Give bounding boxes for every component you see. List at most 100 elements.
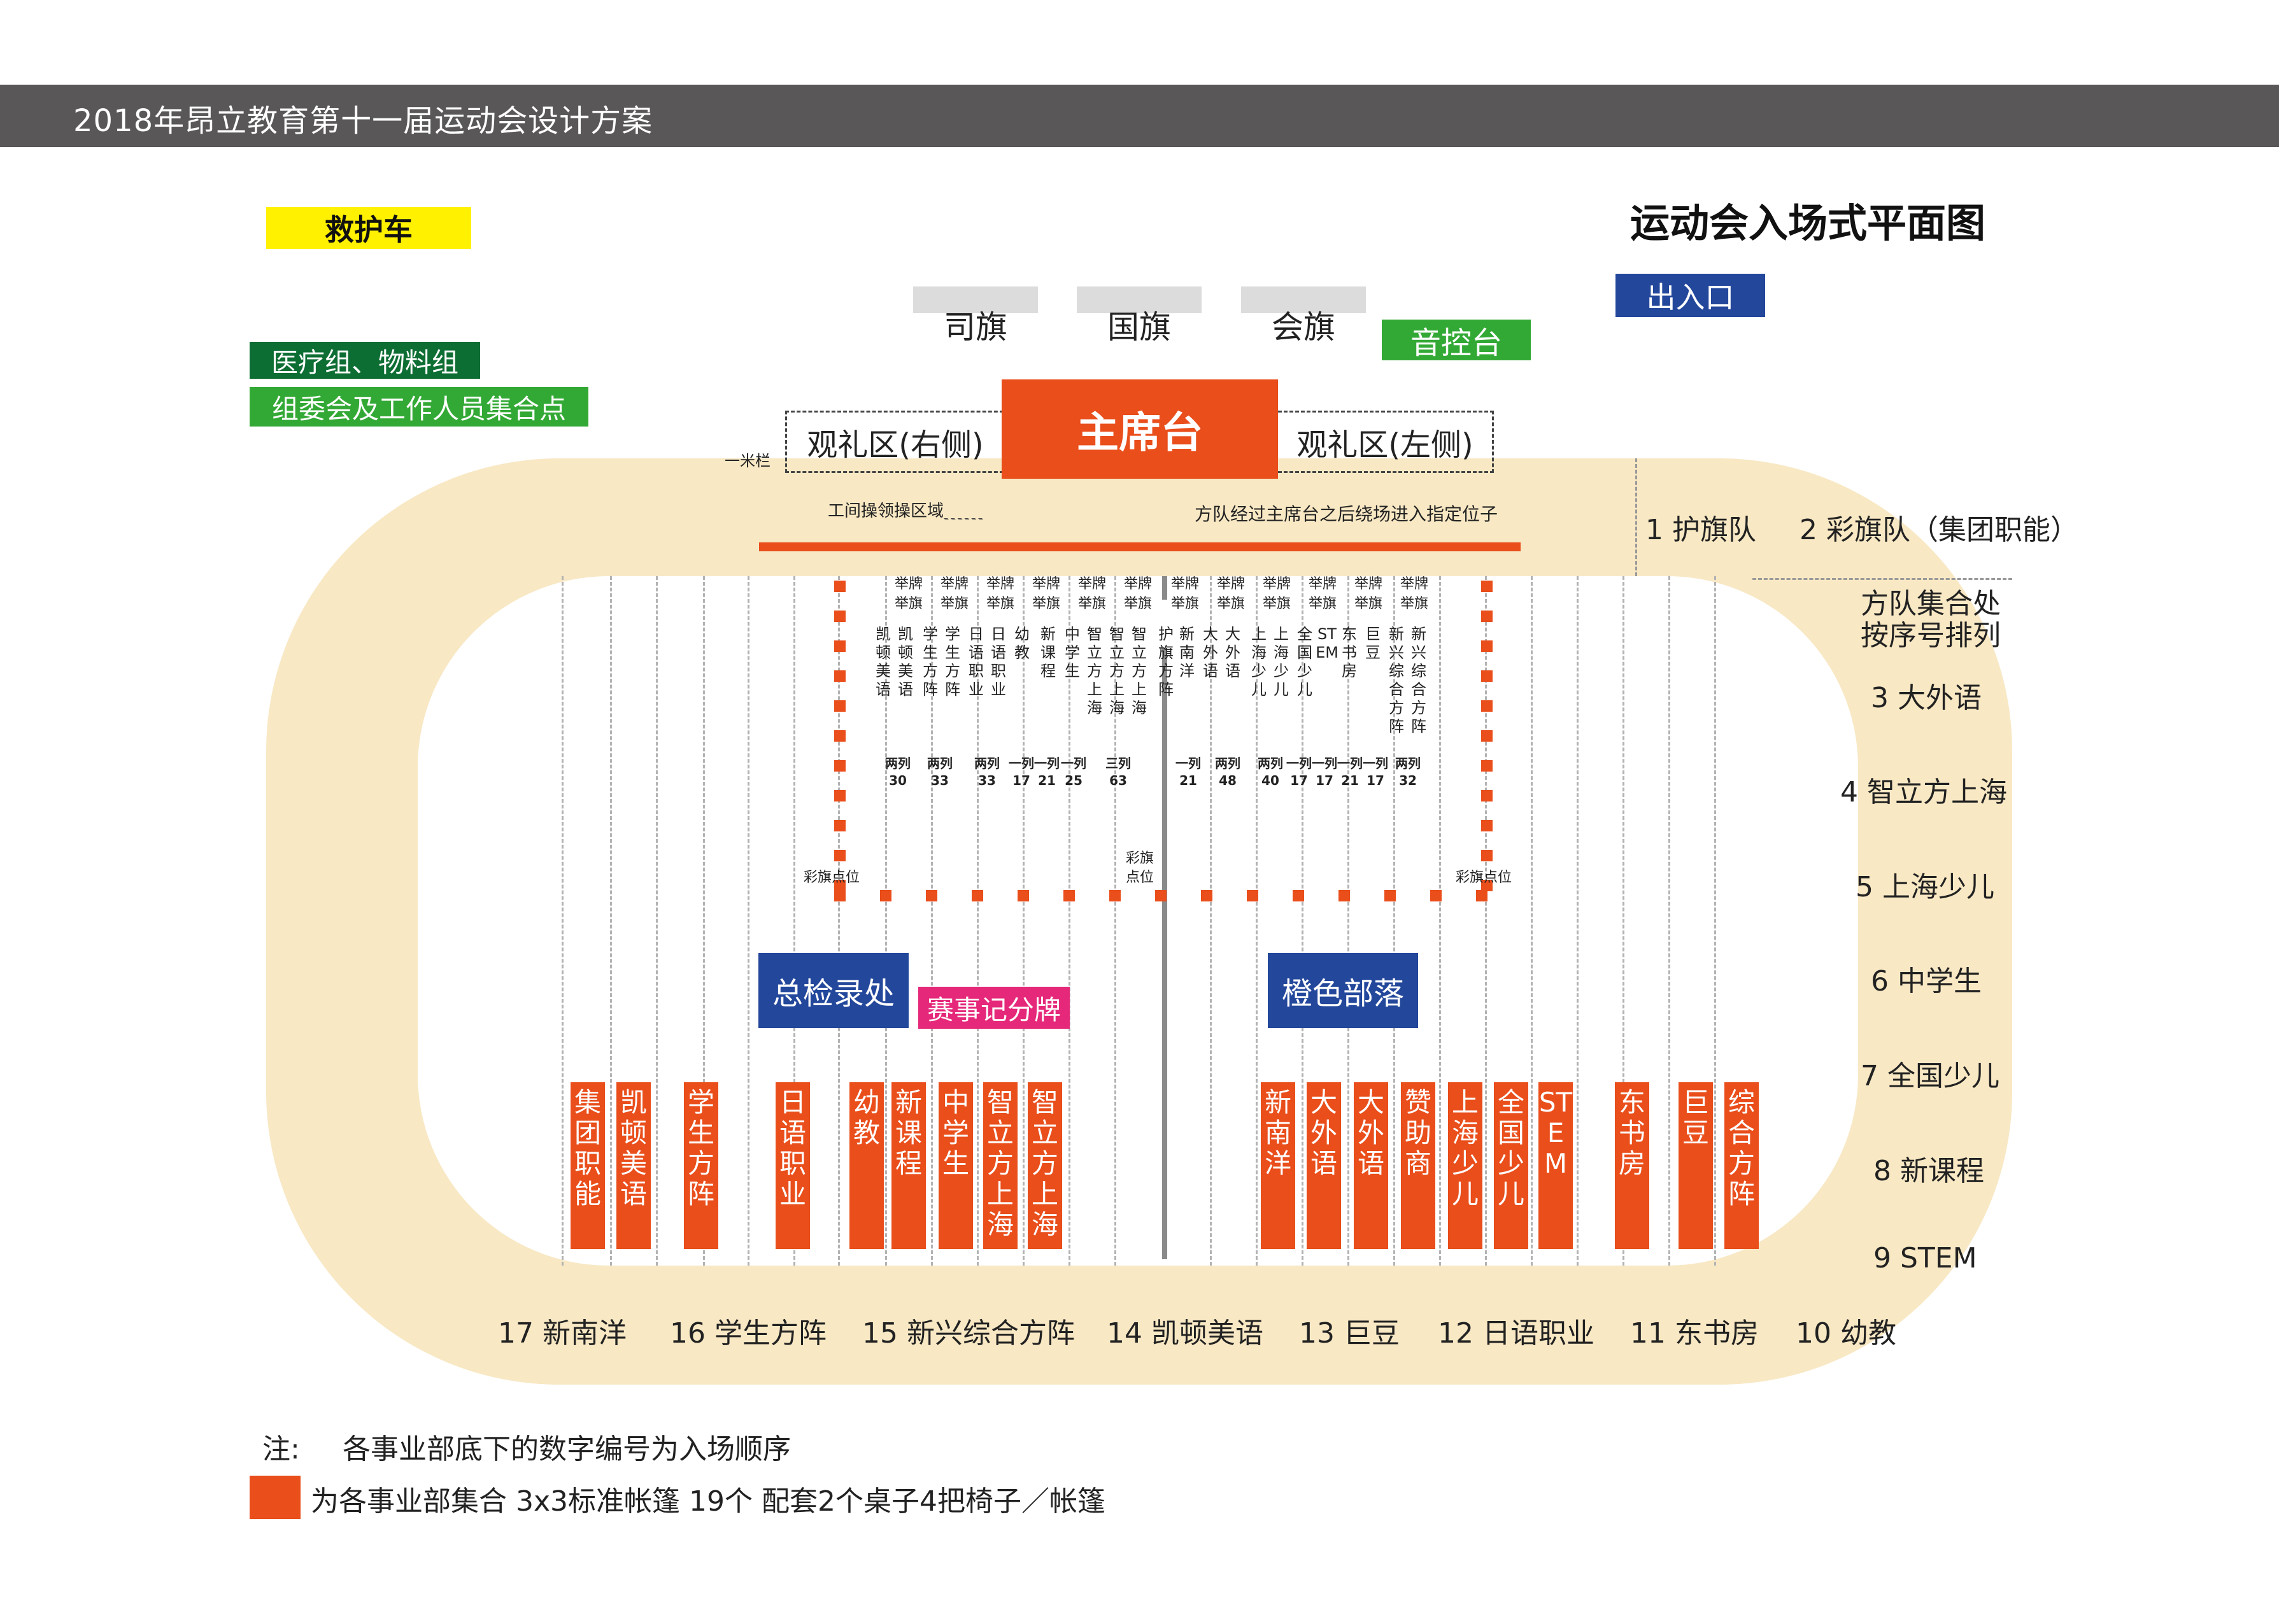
department-tent: 幼教 — [849, 1082, 884, 1249]
order-item-12: 12 日语职业 — [1438, 1317, 1594, 1350]
department-tent: 新南洋 — [1261, 1082, 1295, 1249]
formation-column-label: 学生方阵 — [945, 625, 960, 698]
route-marker — [1481, 880, 1493, 891]
route-marker — [1109, 890, 1121, 901]
route-marker — [1338, 890, 1350, 901]
lane-line — [703, 576, 705, 1266]
route-marker — [1481, 850, 1493, 861]
track-divider — [1635, 458, 1637, 576]
order-item-15: 15 新兴综合方阵 — [862, 1317, 1075, 1350]
lane-line — [562, 576, 564, 1266]
formation-column-label: 巨豆 — [1365, 625, 1381, 661]
formation-column-label: 幼教 — [1014, 625, 1030, 661]
lane-line — [977, 576, 979, 1266]
order-item-13: 13 巨豆 — [1299, 1317, 1400, 1350]
department-tent: 东书房 — [1615, 1082, 1649, 1249]
lane-line — [1256, 576, 1258, 1266]
department-tent: 全国少儿 — [1494, 1082, 1528, 1249]
flag-bearer-label: 举牌 举旗 — [1400, 576, 1428, 612]
formation-count: 两列 33 — [927, 756, 953, 788]
formation-count: 两列 48 — [1215, 756, 1240, 788]
order-item-6: 6 中学生 — [1871, 965, 1982, 998]
order-item-5: 5 上海少儿 — [1856, 871, 1994, 903]
department-tent: 凯顿美语 — [616, 1082, 651, 1249]
formation-column-label: 日语职业 — [969, 625, 984, 698]
flag-point-label-right: 彩旗点位 — [1456, 870, 1512, 886]
lane-line — [1668, 576, 1670, 1266]
formation-column-label: 新兴综合方阵 — [1411, 625, 1426, 735]
lane-line — [1347, 576, 1349, 1266]
route-marker — [834, 890, 846, 901]
route-marker — [1481, 640, 1493, 652]
lane-line — [1485, 576, 1487, 1266]
formation-count: 三列 63 — [1105, 756, 1131, 788]
national-flag-label: 国旗 — [1107, 309, 1171, 346]
assembly-heading-1: 方队集合处 — [1861, 588, 2001, 620]
plan-title: 运动会入场式平面图 — [1630, 200, 1986, 246]
scoreboard: 赛事记分牌 — [918, 987, 1070, 1029]
games-flag-label: 会旗 — [1272, 309, 1335, 346]
formation-count: 一列 17 — [1009, 756, 1034, 788]
games-flag-pole — [1241, 286, 1366, 313]
route-marker — [1293, 890, 1304, 901]
formation-column-label: 大外语 — [1225, 625, 1240, 680]
route-marker — [834, 670, 846, 682]
order-item-17: 17 新南洋 — [498, 1317, 627, 1350]
formation-column-label: 东书房 — [1342, 625, 1357, 680]
lane-line — [793, 576, 795, 1266]
route-marker — [834, 820, 846, 831]
department-tent: 综合方阵 — [1724, 1082, 1759, 1249]
department-tent: STEM — [1538, 1082, 1573, 1249]
entrance-tag: 出入口 — [1615, 274, 1765, 317]
route-marker — [1481, 581, 1493, 592]
department-tent: 大外语 — [1307, 1082, 1341, 1249]
formation-column-label: 中学生 — [1065, 625, 1080, 680]
lane-line — [885, 576, 887, 1266]
formation-count: 一列 21 — [1034, 756, 1060, 788]
front-line — [759, 542, 1521, 551]
flag-bearer-label: 举牌 举旗 — [1032, 576, 1060, 612]
order-item-1: 1 护旗队 — [1645, 514, 1756, 546]
lane-line — [1622, 576, 1624, 1266]
route-marker — [1481, 790, 1493, 801]
medical-group-tag: 医疗组、物料组 — [250, 342, 480, 379]
lane-line — [931, 576, 933, 1266]
order-item-16: 16 学生方阵 — [670, 1317, 827, 1350]
flag-bearer-label: 举牌 举旗 — [1216, 576, 1245, 612]
route-marker — [834, 790, 846, 801]
route-marker — [1018, 890, 1029, 901]
flag-bearer-label: 举牌 举旗 — [1262, 576, 1291, 612]
lane-line — [656, 576, 658, 1266]
lane-line — [1439, 576, 1441, 1266]
formation-column-label: 大外语 — [1203, 625, 1218, 680]
flag-bearer-label: 举牌 举旗 — [986, 576, 1014, 612]
route-marker — [834, 730, 846, 742]
route-marker — [1481, 730, 1493, 742]
lane-line — [1302, 576, 1303, 1266]
route-marker — [1481, 760, 1493, 772]
department-tent: 学生方阵 — [684, 1082, 718, 1249]
exercise-area-label: 工间操领操区域 — [828, 502, 944, 521]
company-flag-label: 司旗 — [944, 309, 1007, 346]
lane-line — [1393, 576, 1395, 1266]
formation-column-label: 凯顿美语 — [876, 625, 891, 698]
route-marker — [926, 890, 937, 901]
department-tent: 上海少儿 — [1448, 1082, 1482, 1249]
formation-column-label: 学生方阵 — [923, 625, 938, 698]
center-divider — [1162, 576, 1167, 1259]
formation-count: 一列 21 — [1337, 756, 1363, 788]
document-title: 2018年昂立教育第十一届运动会设计方案 — [73, 103, 653, 139]
route-label: 方队经过主席台之后绕场进入指定位子 — [1195, 504, 1498, 525]
formation-count: 一列 17 — [1363, 756, 1388, 788]
order-item-2: 2 彩旗队（集团职能） — [1800, 514, 2078, 546]
lane-line — [1114, 576, 1116, 1266]
lane-line — [610, 576, 612, 1266]
route-marker — [1247, 890, 1258, 901]
flag-bearer-label: 举牌 举旗 — [1123, 576, 1152, 612]
header-bar — [0, 85, 2279, 147]
flag-bearer-label: 举牌 举旗 — [1170, 576, 1199, 612]
flag-bearer-label: 举牌 举旗 — [894, 576, 923, 612]
department-tent: 新课程 — [891, 1082, 926, 1249]
route-marker — [1384, 890, 1396, 901]
registration-desk: 总检录处 — [758, 953, 909, 1028]
